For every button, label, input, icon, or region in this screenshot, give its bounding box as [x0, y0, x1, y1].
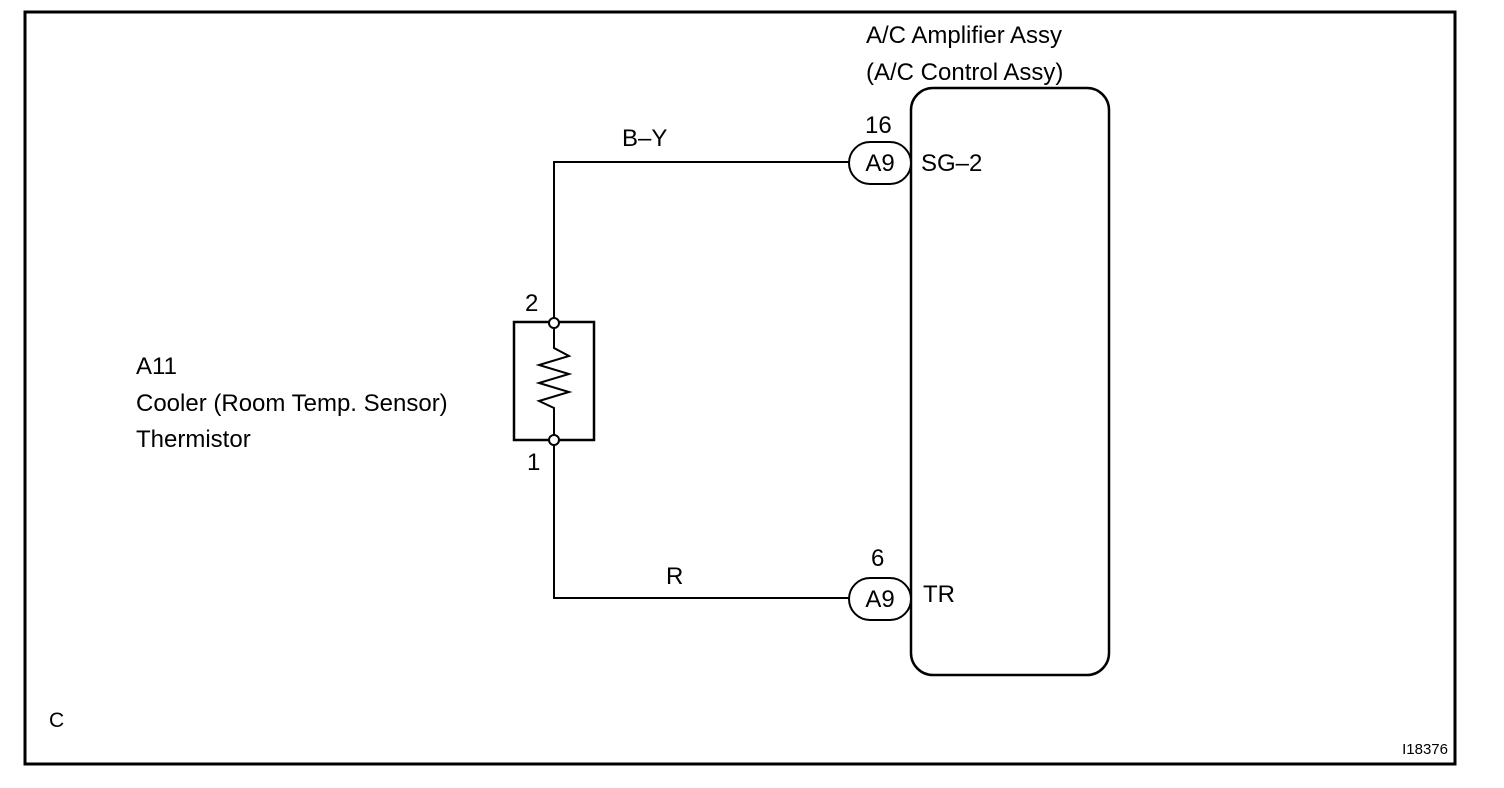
corner-label: C [49, 709, 64, 732]
figure-id: I18376 [1402, 741, 1448, 758]
wire-b-y [553, 161, 849, 322]
terminal-pin-6: 6 [871, 545, 884, 572]
connector-a9-bottom [848, 577, 912, 621]
thermistor-pin-1: 1 [527, 449, 540, 476]
thermistor-code: A11 [136, 353, 177, 380]
amplifier-name-line2: (A/C Control Assy) [866, 59, 1063, 86]
terminal-pin-16: 16 [865, 112, 892, 139]
thermistor-terminal-top [548, 317, 560, 329]
connector-a9-bottom-label: A9 [865, 586, 894, 613]
signal-tr: TR [923, 581, 955, 608]
amplifier-box [909, 86, 1111, 677]
amplifier-name-line1: A/C Amplifier Assy [866, 22, 1062, 49]
thermistor-pin-2: 2 [525, 290, 538, 317]
wire-r [553, 440, 849, 599]
connector-a9-top [848, 141, 912, 185]
resistor-zigzag-icon [535, 323, 573, 440]
diagram-frame [23, 10, 1457, 766]
wire-color-bottom: R [666, 563, 683, 590]
thermistor-name-line1: Cooler (Room Temp. Sensor) [136, 390, 448, 417]
signal-sg-2: SG–2 [921, 150, 982, 177]
wire-color-top: B–Y [622, 125, 667, 152]
thermistor-terminal-bottom [548, 434, 560, 446]
connector-a9-top-label: A9 [865, 150, 894, 177]
thermistor-name-line2: Thermistor [136, 426, 251, 453]
